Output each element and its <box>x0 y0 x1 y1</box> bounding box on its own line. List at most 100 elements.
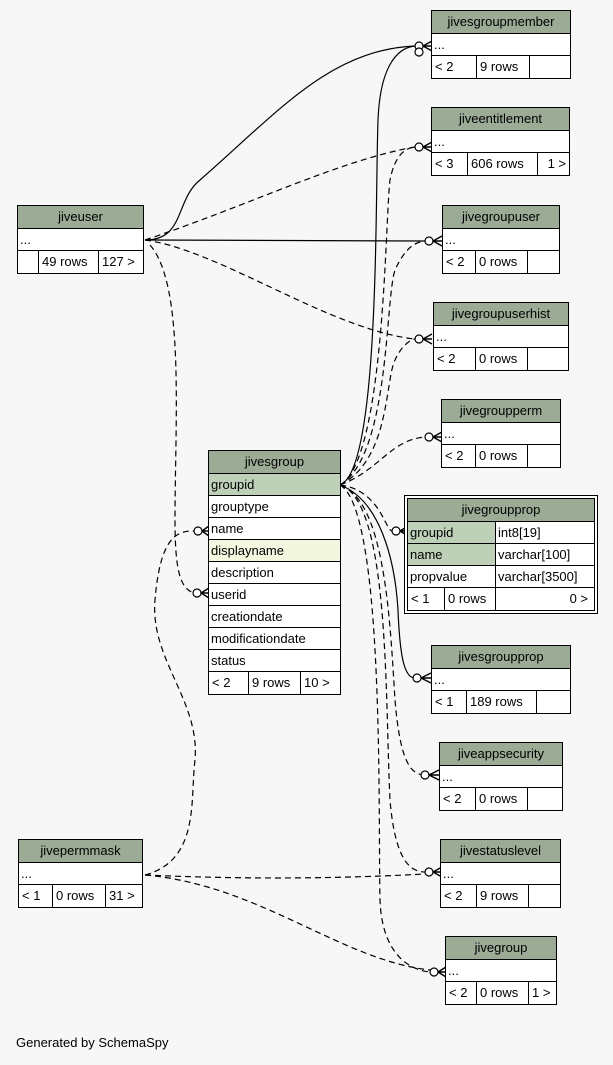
table-stats: < 2 0 rows <box>440 788 562 810</box>
parents-count[interactable]: < 2 <box>432 56 477 78</box>
children-count[interactable] <box>528 251 559 273</box>
table-jivepermmask[interactable]: jivepermmask ... < 1 0 rows 31 > <box>18 839 143 908</box>
column-name-cell: propvalue <box>408 566 496 587</box>
children-count[interactable] <box>528 788 562 810</box>
table-jivegroupperm[interactable]: jivegroupperm ... < 2 0 rows <box>441 399 561 468</box>
table-row: ... <box>446 960 556 982</box>
parents-count[interactable]: < 1 <box>408 588 445 610</box>
table-row: ... <box>432 131 569 153</box>
column-grouptype[interactable]: grouptype <box>209 496 340 518</box>
edge-jivesgroup-jiveentitlement <box>339 146 416 486</box>
children-count[interactable] <box>528 445 560 467</box>
column-modificationdate[interactable]: modificationdate <box>209 628 340 650</box>
table-stats: < 2 0 rows <box>443 251 559 273</box>
row-count: 189 rows <box>467 691 537 713</box>
edge-jivesgroup-jiveappsecurity <box>339 484 426 776</box>
table-header[interactable]: jivestatuslevel <box>441 840 560 863</box>
edge-jiveuser-jivegroupuser <box>144 239 426 242</box>
edge-jivesgroup-jivesgroupmember <box>339 45 416 486</box>
parents-count[interactable]: < 2 <box>440 788 476 810</box>
table-header[interactable]: jivegroupprop <box>408 499 594 522</box>
parents-count[interactable]: < 2 <box>434 348 476 370</box>
table-stats: < 2 0 rows <box>442 445 560 467</box>
parents-count[interactable]: < 2 <box>209 672 249 694</box>
children-count[interactable]: 0 > <box>569 591 588 606</box>
row-count: 9 rows <box>249 672 301 694</box>
table-jiveentitlement[interactable]: jiveentitlement ... < 3 606 rows 1 > <box>431 107 570 176</box>
table-row: ... <box>443 229 559 251</box>
table-header[interactable]: jivegroupuser <box>443 206 559 229</box>
parents-count[interactable]: < 2 <box>442 445 476 467</box>
parents-count[interactable]: < 3 <box>432 153 468 175</box>
parents-count[interactable]: < 1 <box>432 691 467 713</box>
column-groupid[interactable]: groupid <box>209 474 340 496</box>
edge-jivesgroup-jivegroupuserhist <box>339 338 416 486</box>
table-stats: < 2 9 rows <box>432 56 570 78</box>
table-jiveuser[interactable]: jiveuser ... 49 rows 127 > <box>17 205 144 274</box>
edge-jivesgroup-jivegroupperm <box>339 436 426 486</box>
children-count[interactable]: 10 > <box>304 675 330 690</box>
parents-count[interactable] <box>18 251 39 273</box>
row-count: 606 rows <box>468 153 538 175</box>
parents-count[interactable]: < 2 <box>441 885 477 907</box>
children-count[interactable]: 1 > <box>547 156 566 171</box>
generated-by-footer: Generated by SchemaSpy <box>16 1035 169 1050</box>
children-count[interactable] <box>529 885 560 907</box>
parents-count[interactable]: < 2 <box>443 251 476 273</box>
parents-count[interactable]: < 1 <box>19 885 53 907</box>
table-stats: < 2 9 rows 10 > <box>209 672 340 694</box>
table-header[interactable]: jivepermmask <box>19 840 142 863</box>
table-jivesgroupprop[interactable]: jivesgroupprop ... < 1 189 rows <box>431 645 571 714</box>
table-header[interactable]: jivesgroupmember <box>432 11 570 34</box>
row-count: 0 rows <box>476 445 528 467</box>
column-description[interactable]: description <box>209 562 340 584</box>
table-jivestatuslevel[interactable]: jivestatuslevel ... < 2 9 rows <box>440 839 561 908</box>
row-count: 0 rows <box>53 885 106 907</box>
children-count[interactable] <box>530 56 570 78</box>
edge-jivesgroup-jivestatuslevel <box>339 484 426 873</box>
children-count[interactable] <box>537 691 570 713</box>
table-row: ... <box>441 863 560 885</box>
children-count[interactable]: 31 > <box>109 888 135 903</box>
table-jivesgroup[interactable]: jivesgroup groupid grouptype name displa… <box>208 450 341 695</box>
row-count: 0 rows <box>476 348 528 370</box>
table-jivegroupprop-focus[interactable]: jivegroupprop groupid int8[19] name varc… <box>404 495 598 614</box>
edge-jivesgroup-jivesgroupprop <box>339 484 416 679</box>
row-count: 49 rows <box>39 251 99 273</box>
column-displayname[interactable]: displayname <box>209 540 340 562</box>
table-jivesgroupmember[interactable]: jivesgroupmember ... < 2 9 rows <box>431 10 571 79</box>
table-jiveappsecurity[interactable]: jiveappsecurity ... < 2 0 rows <box>439 742 563 811</box>
column-groupid[interactable]: groupid int8[19] <box>408 522 594 544</box>
column-userid[interactable]: userid <box>209 584 340 606</box>
table-stats: 49 rows 127 > <box>18 251 143 273</box>
column-propvalue[interactable]: propvalue varchar[3500] <box>408 566 594 588</box>
table-header[interactable]: jiveentitlement <box>432 108 569 131</box>
children-count[interactable] <box>528 348 568 370</box>
edge-jivesgroup-jivegroup <box>339 484 431 973</box>
table-jivegroupuser[interactable]: jivegroupuser ... < 2 0 rows <box>442 205 560 274</box>
children-count[interactable]: 127 > <box>102 254 135 269</box>
children-count[interactable]: 1 > <box>532 985 551 1000</box>
edge-jivepermmask-jivegroup <box>144 874 431 971</box>
table-header[interactable]: jivesgroupprop <box>432 646 570 669</box>
table-header[interactable]: jivesgroup <box>209 451 340 474</box>
table-header[interactable]: jiveuser <box>18 206 143 229</box>
table-header[interactable]: jivegroupperm <box>442 400 560 423</box>
column-name[interactable]: name varchar[100] <box>408 544 594 566</box>
table-jivegroupuserhist[interactable]: jivegroupuserhist ... < 2 0 rows <box>433 302 569 371</box>
row-count: 9 rows <box>477 56 530 78</box>
column-type-cell: int8[19] <box>498 525 541 540</box>
edge-jivesgroup-jivegroupuser <box>339 240 426 486</box>
table-jivegroup[interactable]: jivegroup ... < 2 0 rows 1 > <box>445 936 557 1005</box>
column-creationdate[interactable]: creationdate <box>209 606 340 628</box>
edge-jiveuser-jivesgroupmember <box>144 45 416 241</box>
table-row: ... <box>19 863 142 885</box>
table-stats: < 3 606 rows 1 > <box>432 153 569 175</box>
table-stats: < 1 0 rows 0 > <box>408 588 594 610</box>
parents-count[interactable]: < 2 <box>446 982 477 1004</box>
table-header[interactable]: jivegroupuserhist <box>434 303 568 326</box>
column-name[interactable]: name <box>209 518 340 540</box>
column-status[interactable]: status <box>209 650 340 672</box>
table-header[interactable]: jivegroup <box>446 937 556 960</box>
table-header[interactable]: jiveappsecurity <box>440 743 562 766</box>
